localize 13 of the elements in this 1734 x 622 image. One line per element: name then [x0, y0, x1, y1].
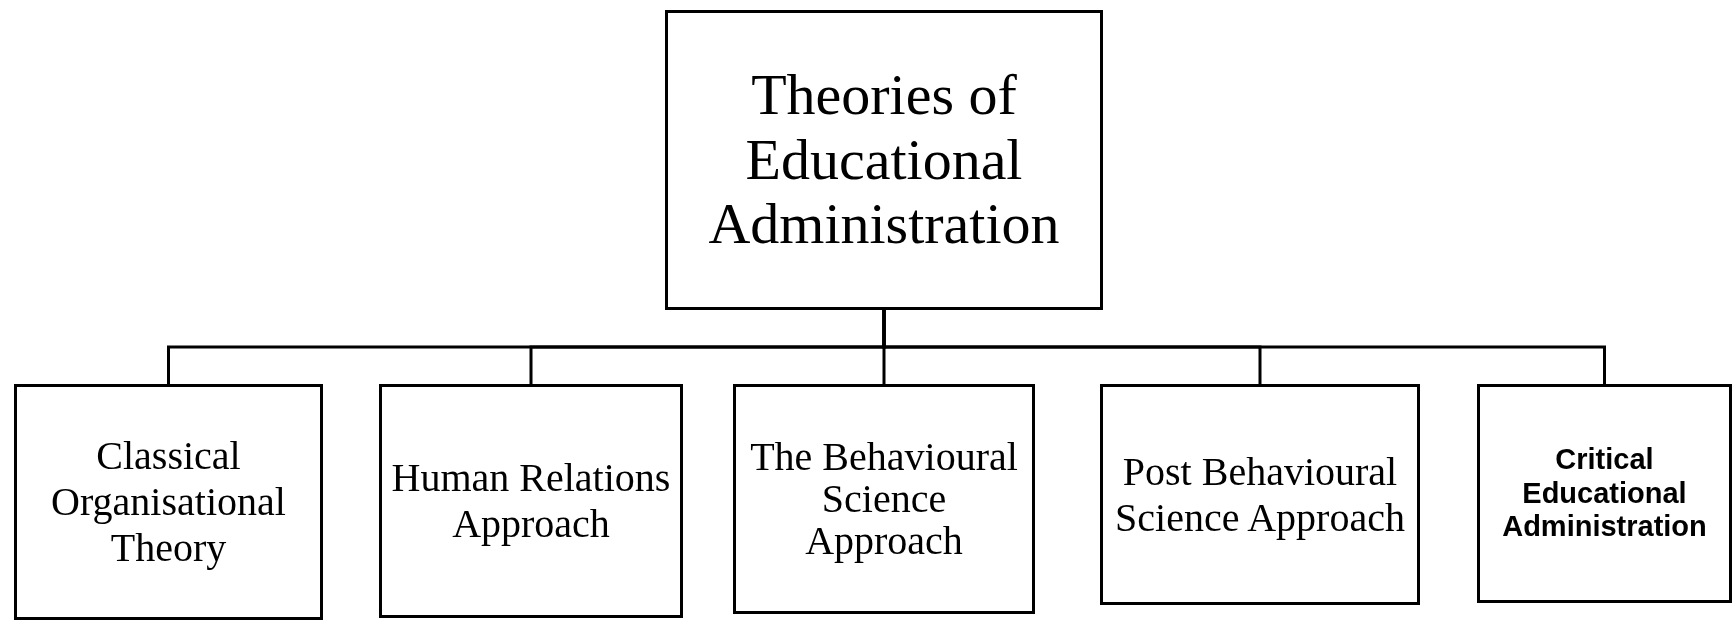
category-box — [733, 384, 1035, 614]
connector-line — [882, 310, 1606, 384]
category-label: Classical Organisational Theory — [50, 433, 287, 571]
category-label: Post Behavioural Science Approach — [1114, 448, 1406, 541]
category-label: Human Relations Approach — [390, 455, 672, 547]
category-box — [1100, 384, 1420, 605]
category-label: Critical Educational Administration — [1501, 443, 1708, 544]
category-box — [14, 384, 323, 620]
category-label: The Behavioural Science Approach — [749, 436, 1019, 562]
title-text: Theories of Educational Administration — [707, 62, 1061, 258]
category-box — [1477, 384, 1732, 603]
root-box — [665, 10, 1103, 310]
category-box — [379, 384, 683, 618]
